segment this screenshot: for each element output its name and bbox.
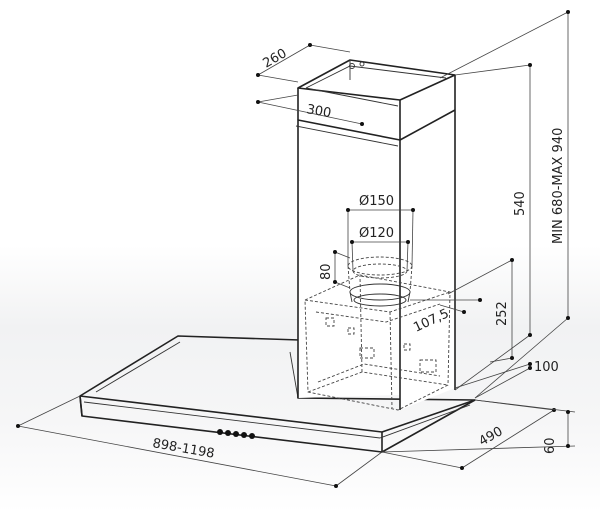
dim-canopy-depth: 490 [477,424,506,449]
dim-canopy-height: 60 [543,437,558,454]
dim-total-height: MIN 680-MAX 940 [551,128,566,244]
chimney [295,59,456,410]
motor-box [304,274,451,411]
canopy [79,335,476,453]
dim-canopy-width: 898-1198 [151,436,215,462]
dim-rear-offset: 100 [534,360,559,375]
dim-duct-outer: Ø150 [359,194,394,209]
dim-box-height: 252 [495,301,510,326]
dimension-lines [16,10,576,488]
dim-duct-inner: Ø120 [359,226,394,241]
dim-chimney-depth: 260 [261,46,290,71]
dim-chimney-width: 300 [305,102,332,121]
dim-chimney-height: 540 [513,191,528,216]
dim-collar-height: 80 [319,263,334,280]
control-buttons-icon [217,429,255,439]
